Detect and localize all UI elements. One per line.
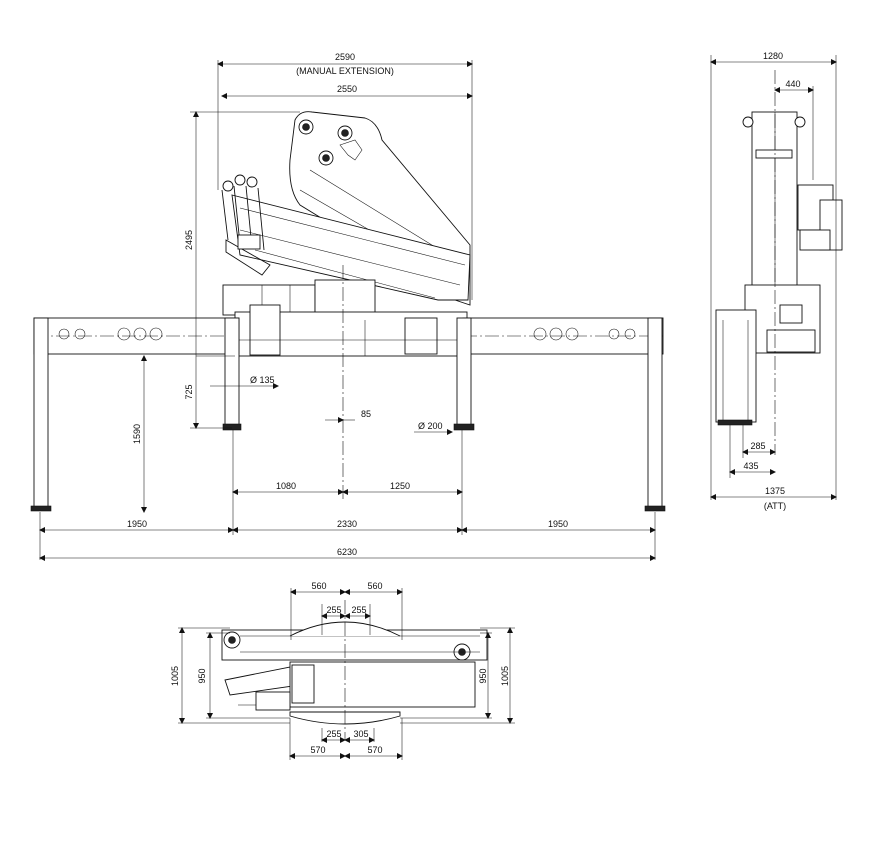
front-dimension-labels: 2590 (MANUAL EXTENSION) 2550 2495 725 15… [127, 52, 568, 557]
boom-tip-hooks [221, 174, 271, 276]
front-view: 2590 (MANUAL EXTENSION) 2550 2495 725 15… [30, 52, 666, 561]
dim-total-span: 6230 [337, 547, 357, 557]
dim-center-right: 1250 [390, 481, 410, 491]
front-dimensions [39, 60, 656, 561]
side-dimensions [710, 55, 837, 500]
crane-column [222, 279, 376, 316]
dim-offset-top: 440 [785, 79, 800, 89]
dim-plan-height-right-inner: 950 [478, 668, 488, 683]
dim-plan-height-left-outer: 1005 [170, 666, 180, 686]
dim-offset-435: 435 [743, 461, 758, 471]
crane-boom [221, 111, 471, 306]
side-dimension-labels: 1280 440 285 435 1375 (ATT) [743, 51, 800, 511]
dim-plan-inner-top-right: 255 [351, 605, 366, 615]
dim-boom-length: 2550 [337, 84, 357, 94]
plan-dimensions [178, 588, 515, 760]
dim-plan-height-left-inner: 950 [197, 668, 207, 683]
dim-plan-inner-bottom-left: 255 [326, 729, 341, 739]
dim-base-height: 725 [184, 384, 194, 399]
dim-foot-diameter: Ø 200 [418, 421, 443, 431]
dim-plan-top-left: 560 [311, 581, 326, 591]
dim-offset-85: 85 [361, 409, 371, 419]
dim-span-right: 1950 [548, 519, 568, 529]
base-frame [234, 304, 468, 357]
dim-plan-inner-bottom-right: 305 [353, 729, 368, 739]
side-view: 1280 440 285 435 1375 (ATT) [710, 51, 843, 511]
dim-center-left: 1080 [276, 481, 296, 491]
dim-manual-extension-note: (MANUAL EXTENSION) [296, 66, 394, 76]
outrigger-beams [33, 317, 664, 355]
dim-outrigger-height: 1590 [132, 424, 142, 444]
plan-view: 560 560 255 255 1005 950 950 1005 255 30… [170, 581, 515, 760]
dim-width-top: 1280 [763, 51, 783, 61]
dim-att-note: (ATT) [764, 501, 786, 511]
dim-ram-diameter: Ø 135 [250, 375, 275, 385]
plan-dimension-labels: 560 560 255 255 1005 950 950 1005 255 30… [170, 581, 510, 755]
dim-plan-inner-top-left: 255 [326, 605, 341, 615]
dim-plan-bottom-right: 570 [367, 745, 382, 755]
dim-plan-height-right-outer: 1005 [500, 666, 510, 686]
dim-plan-top-right: 560 [367, 581, 382, 591]
dim-offset-285: 285 [750, 441, 765, 451]
dim-plan-bottom-left: 570 [310, 745, 325, 755]
dim-manual-extension-length: 2590 [335, 52, 355, 62]
dim-total-height: 2495 [184, 230, 194, 250]
outrigger-legs [30, 317, 666, 512]
dim-span-middle: 2330 [337, 519, 357, 529]
dim-width-bottom: 1375 [765, 486, 785, 496]
dim-span-left: 1950 [127, 519, 147, 529]
